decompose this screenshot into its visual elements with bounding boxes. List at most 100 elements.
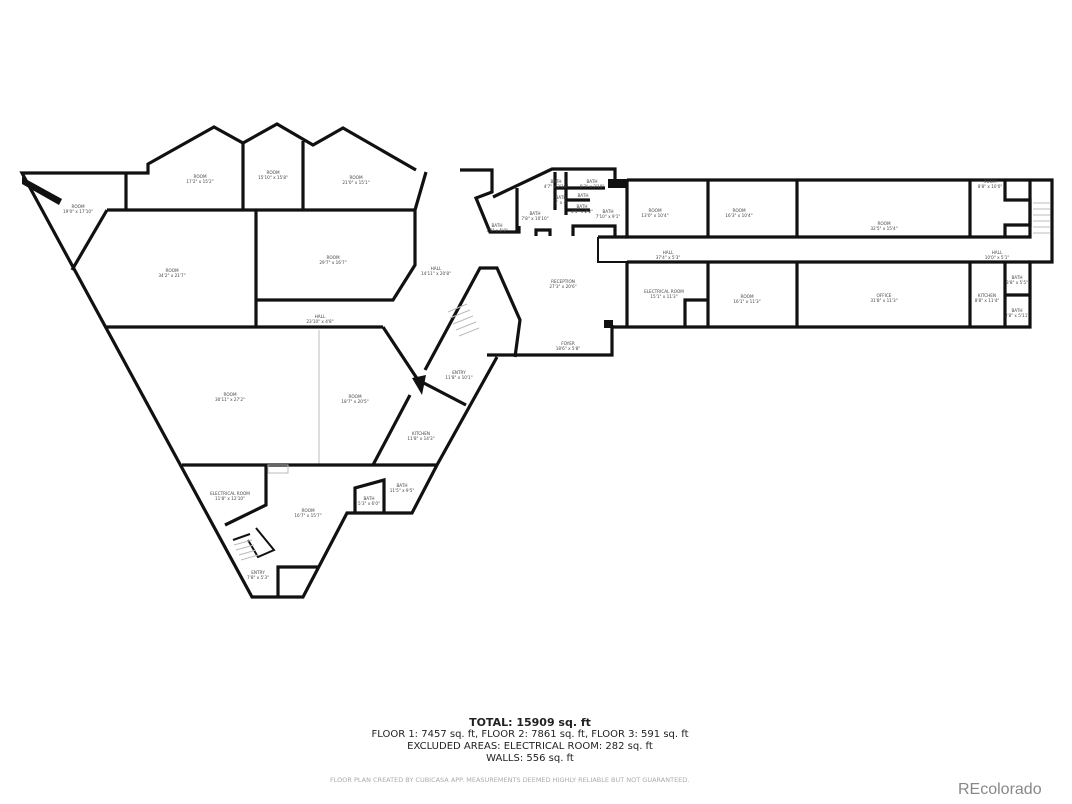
- floor-areas: FLOOR 1: 7457 sq. ft, FLOOR 2: 7861 sq. …: [371, 729, 689, 740]
- room-dimensions: 16'1" x 11'3": [733, 299, 760, 304]
- excluded-areas: EXCLUDED AREAS: ELECTRICAL ROOM: 282 sq.…: [407, 741, 653, 752]
- room-dimensions: 11'8" x 12'10": [215, 496, 245, 501]
- room-dimensions: 18'7" x 20'5": [341, 399, 368, 404]
- room-dimensions: 3'8" x 5'5": [1006, 280, 1028, 285]
- room-name: BATH: [491, 223, 502, 228]
- room-name: BATH: [529, 211, 540, 216]
- room-name: BATH: [396, 483, 407, 488]
- room-dimensions: 11'5" x 9'5": [390, 488, 415, 493]
- room-name: BATH: [363, 496, 374, 501]
- room-name: ROOM: [71, 204, 85, 209]
- disclaimer: FLOOR PLAN CREATED BY CUBICASA APP. MEAS…: [330, 776, 690, 784]
- room-dimensions: 30'11" x 27'2": [215, 397, 245, 402]
- room-dimensions: 31'8" x 11'3": [870, 298, 897, 303]
- room-dimensions: 7'10" x 9'1": [596, 214, 621, 219]
- room-name: HALL: [315, 314, 326, 319]
- room-dimensions: 23'10" x 4'8": [306, 319, 333, 324]
- wall: [423, 266, 522, 371]
- room-name: HALL: [992, 250, 1003, 255]
- room-dimensions: 15'1" x 11'3": [650, 294, 677, 299]
- wall: [492, 167, 617, 199]
- room-dimensions: 18'6" x 5'8": [556, 346, 581, 351]
- room-name: BATH: [602, 209, 613, 214]
- wall: [1003, 180, 1032, 237]
- wall-corner: [608, 179, 627, 188]
- room-dimensions: 4'7" x 2'10": [544, 184, 569, 189]
- room-name: ELECTRICAL ROOM: [644, 289, 684, 294]
- stairs: [447, 303, 480, 337]
- wall: [381, 326, 467, 407]
- wall: [70, 209, 109, 271]
- wall: [276, 565, 318, 597]
- wall: [460, 168, 521, 234]
- room-dimensions: 16'7" x 15'7": [294, 513, 321, 518]
- room-name: HALL: [663, 250, 674, 255]
- wall: [571, 224, 617, 236]
- room-dimensions: 34'2" x 21'7": [158, 273, 185, 278]
- room-dimensions: 16'3" x 10'4": [725, 213, 752, 218]
- room-dimensions: 15'10" x 15'8": [258, 175, 288, 180]
- room-dimensions: 7' x 4': [555, 200, 568, 205]
- room-name: BATH: [1011, 275, 1022, 280]
- stairs: [232, 533, 251, 541]
- walls: [19, 122, 1054, 599]
- room-name: ROOM: [223, 392, 237, 397]
- room-dimensions: 11'8" x 10'1": [445, 375, 472, 380]
- stairs: [233, 464, 289, 561]
- room-name: BATH: [550, 179, 561, 184]
- room-name: BATH: [1011, 308, 1022, 313]
- room-dimensions: 17'2" x 15'2": [186, 179, 213, 184]
- stairs: [1033, 202, 1050, 234]
- room-name: ROOM: [349, 175, 363, 180]
- room-name: ELECTRICAL ROOM: [210, 491, 250, 496]
- room-name: FOYER: [561, 341, 575, 346]
- room-dimensions: 27'3" x 20'6": [549, 284, 576, 289]
- room-name: BATH: [586, 179, 597, 184]
- wall: [224, 465, 268, 527]
- wall: [487, 325, 614, 357]
- outer-wall-left: [19, 122, 499, 599]
- room-dimensions: 21'0" x 15'1": [342, 180, 369, 185]
- room-dimensions: 5'3" x 6'0": [358, 501, 380, 506]
- wall: [683, 298, 708, 327]
- wall-corner: [412, 375, 426, 395]
- room-name: RECEPTION: [551, 279, 575, 284]
- wall: [534, 228, 552, 236]
- room-name: ROOM: [740, 294, 754, 299]
- wall: [256, 171, 428, 302]
- room-name: BATH: [555, 195, 566, 200]
- room-name: ROOM: [301, 508, 315, 513]
- room-dimensions: 29'7" x 16'7": [319, 260, 346, 265]
- room-dimensions: 13'0" x 10'4": [641, 213, 668, 218]
- stair-landing-wall: [247, 527, 276, 559]
